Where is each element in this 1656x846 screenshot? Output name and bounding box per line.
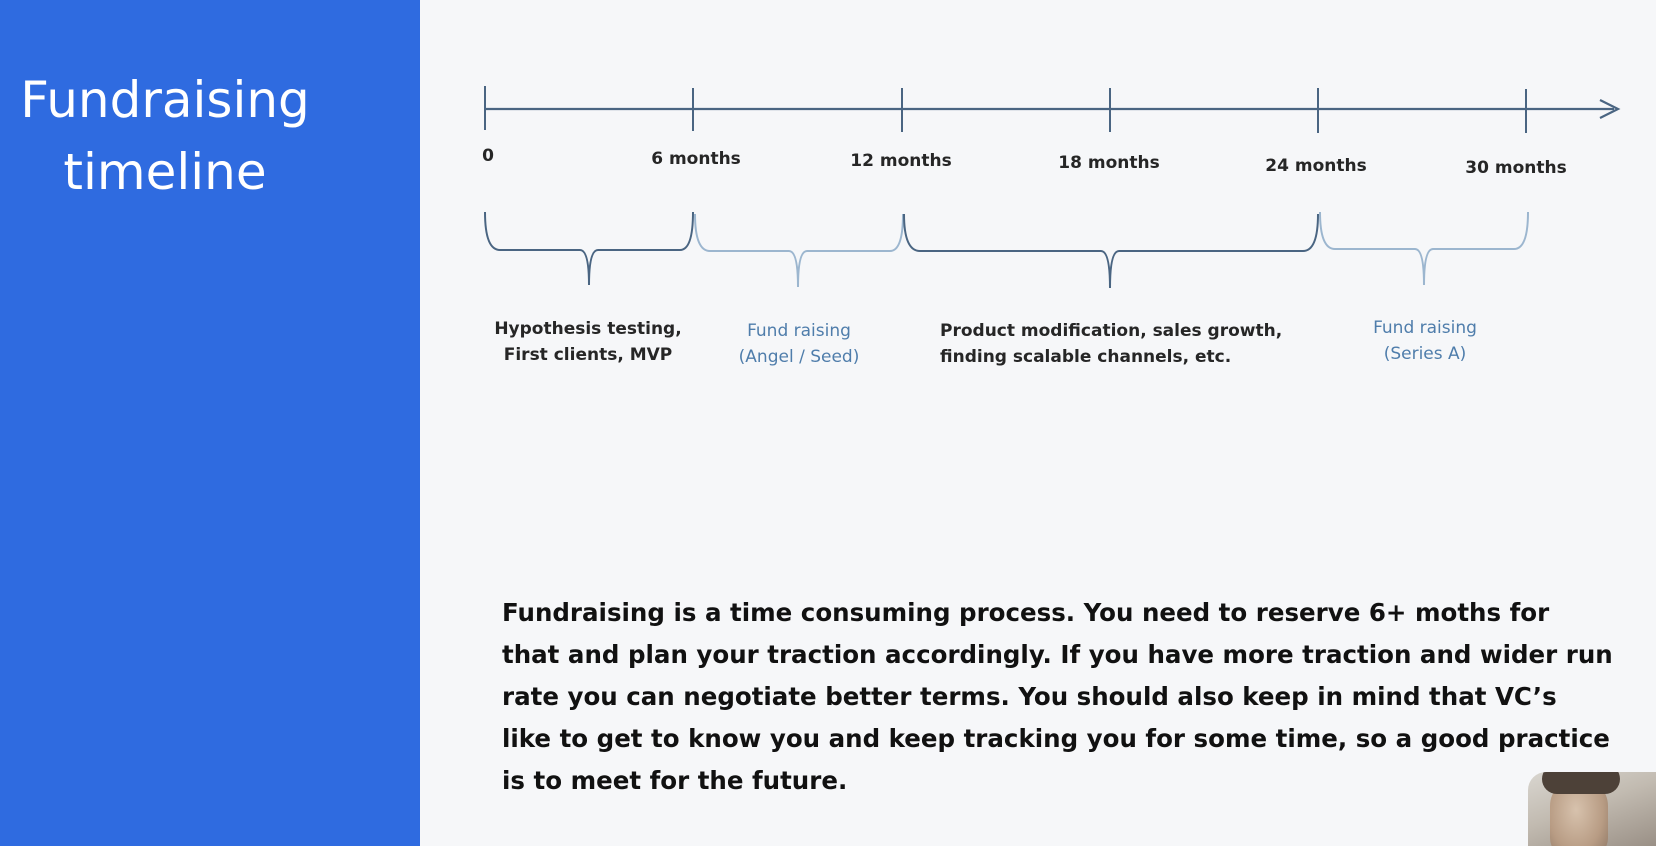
phase-bracket-2: [694, 213, 904, 288]
body-paragraph: Fundraising is a time consuming process.…: [502, 598, 1613, 795]
presenter-video-thumbnail[interactable]: [1528, 772, 1656, 846]
phase-label-3-line1: Product modification, sales growth,: [940, 321, 1283, 341]
tick-label-24: 24 months: [1265, 156, 1367, 176]
slide-title-line1: Fundraising: [20, 71, 310, 129]
phase-label-2: Fund raising (Angel / Seed): [739, 318, 860, 370]
phase-bracket-1: [484, 211, 694, 286]
slide-title-line2: timeline: [63, 143, 267, 201]
timeline-arrowhead: [1599, 99, 1621, 119]
tick-label-18: 18 months: [1058, 153, 1160, 173]
tick-label-30: 30 months: [1465, 158, 1567, 178]
phase-label-4-line1: Fund raising: [1373, 318, 1477, 338]
phase-label-1-line1: Hypothesis testing,: [494, 319, 682, 339]
phase-bracket-3: [903, 213, 1319, 289]
slide-title: Fundraising timeline: [0, 64, 330, 208]
phase-label-4-line2: (Series A): [1383, 344, 1467, 364]
phase-label-1-line2: First clients, MVP: [503, 345, 673, 365]
tick-label-6: 6 months: [651, 149, 741, 169]
phase-bracket-4: [1319, 211, 1529, 286]
presenter-hair: [1542, 772, 1620, 794]
phase-label-4: Fund raising (Series A): [1373, 315, 1477, 367]
phase-label-3: Product modification, sales growth, find…: [940, 318, 1282, 370]
phase-label-1: Hypothesis testing, First clients, MVP: [494, 316, 681, 368]
tick-label-0: 0: [482, 146, 494, 166]
tick-label-12: 12 months: [850, 151, 952, 171]
phase-label-2-line1: Fund raising: [747, 321, 851, 341]
title-panel: Fundraising timeline: [0, 0, 420, 846]
phase-label-2-line2: (Angel / Seed): [738, 347, 860, 367]
phase-label-3-line2: finding scalable channels, etc.: [940, 347, 1232, 367]
